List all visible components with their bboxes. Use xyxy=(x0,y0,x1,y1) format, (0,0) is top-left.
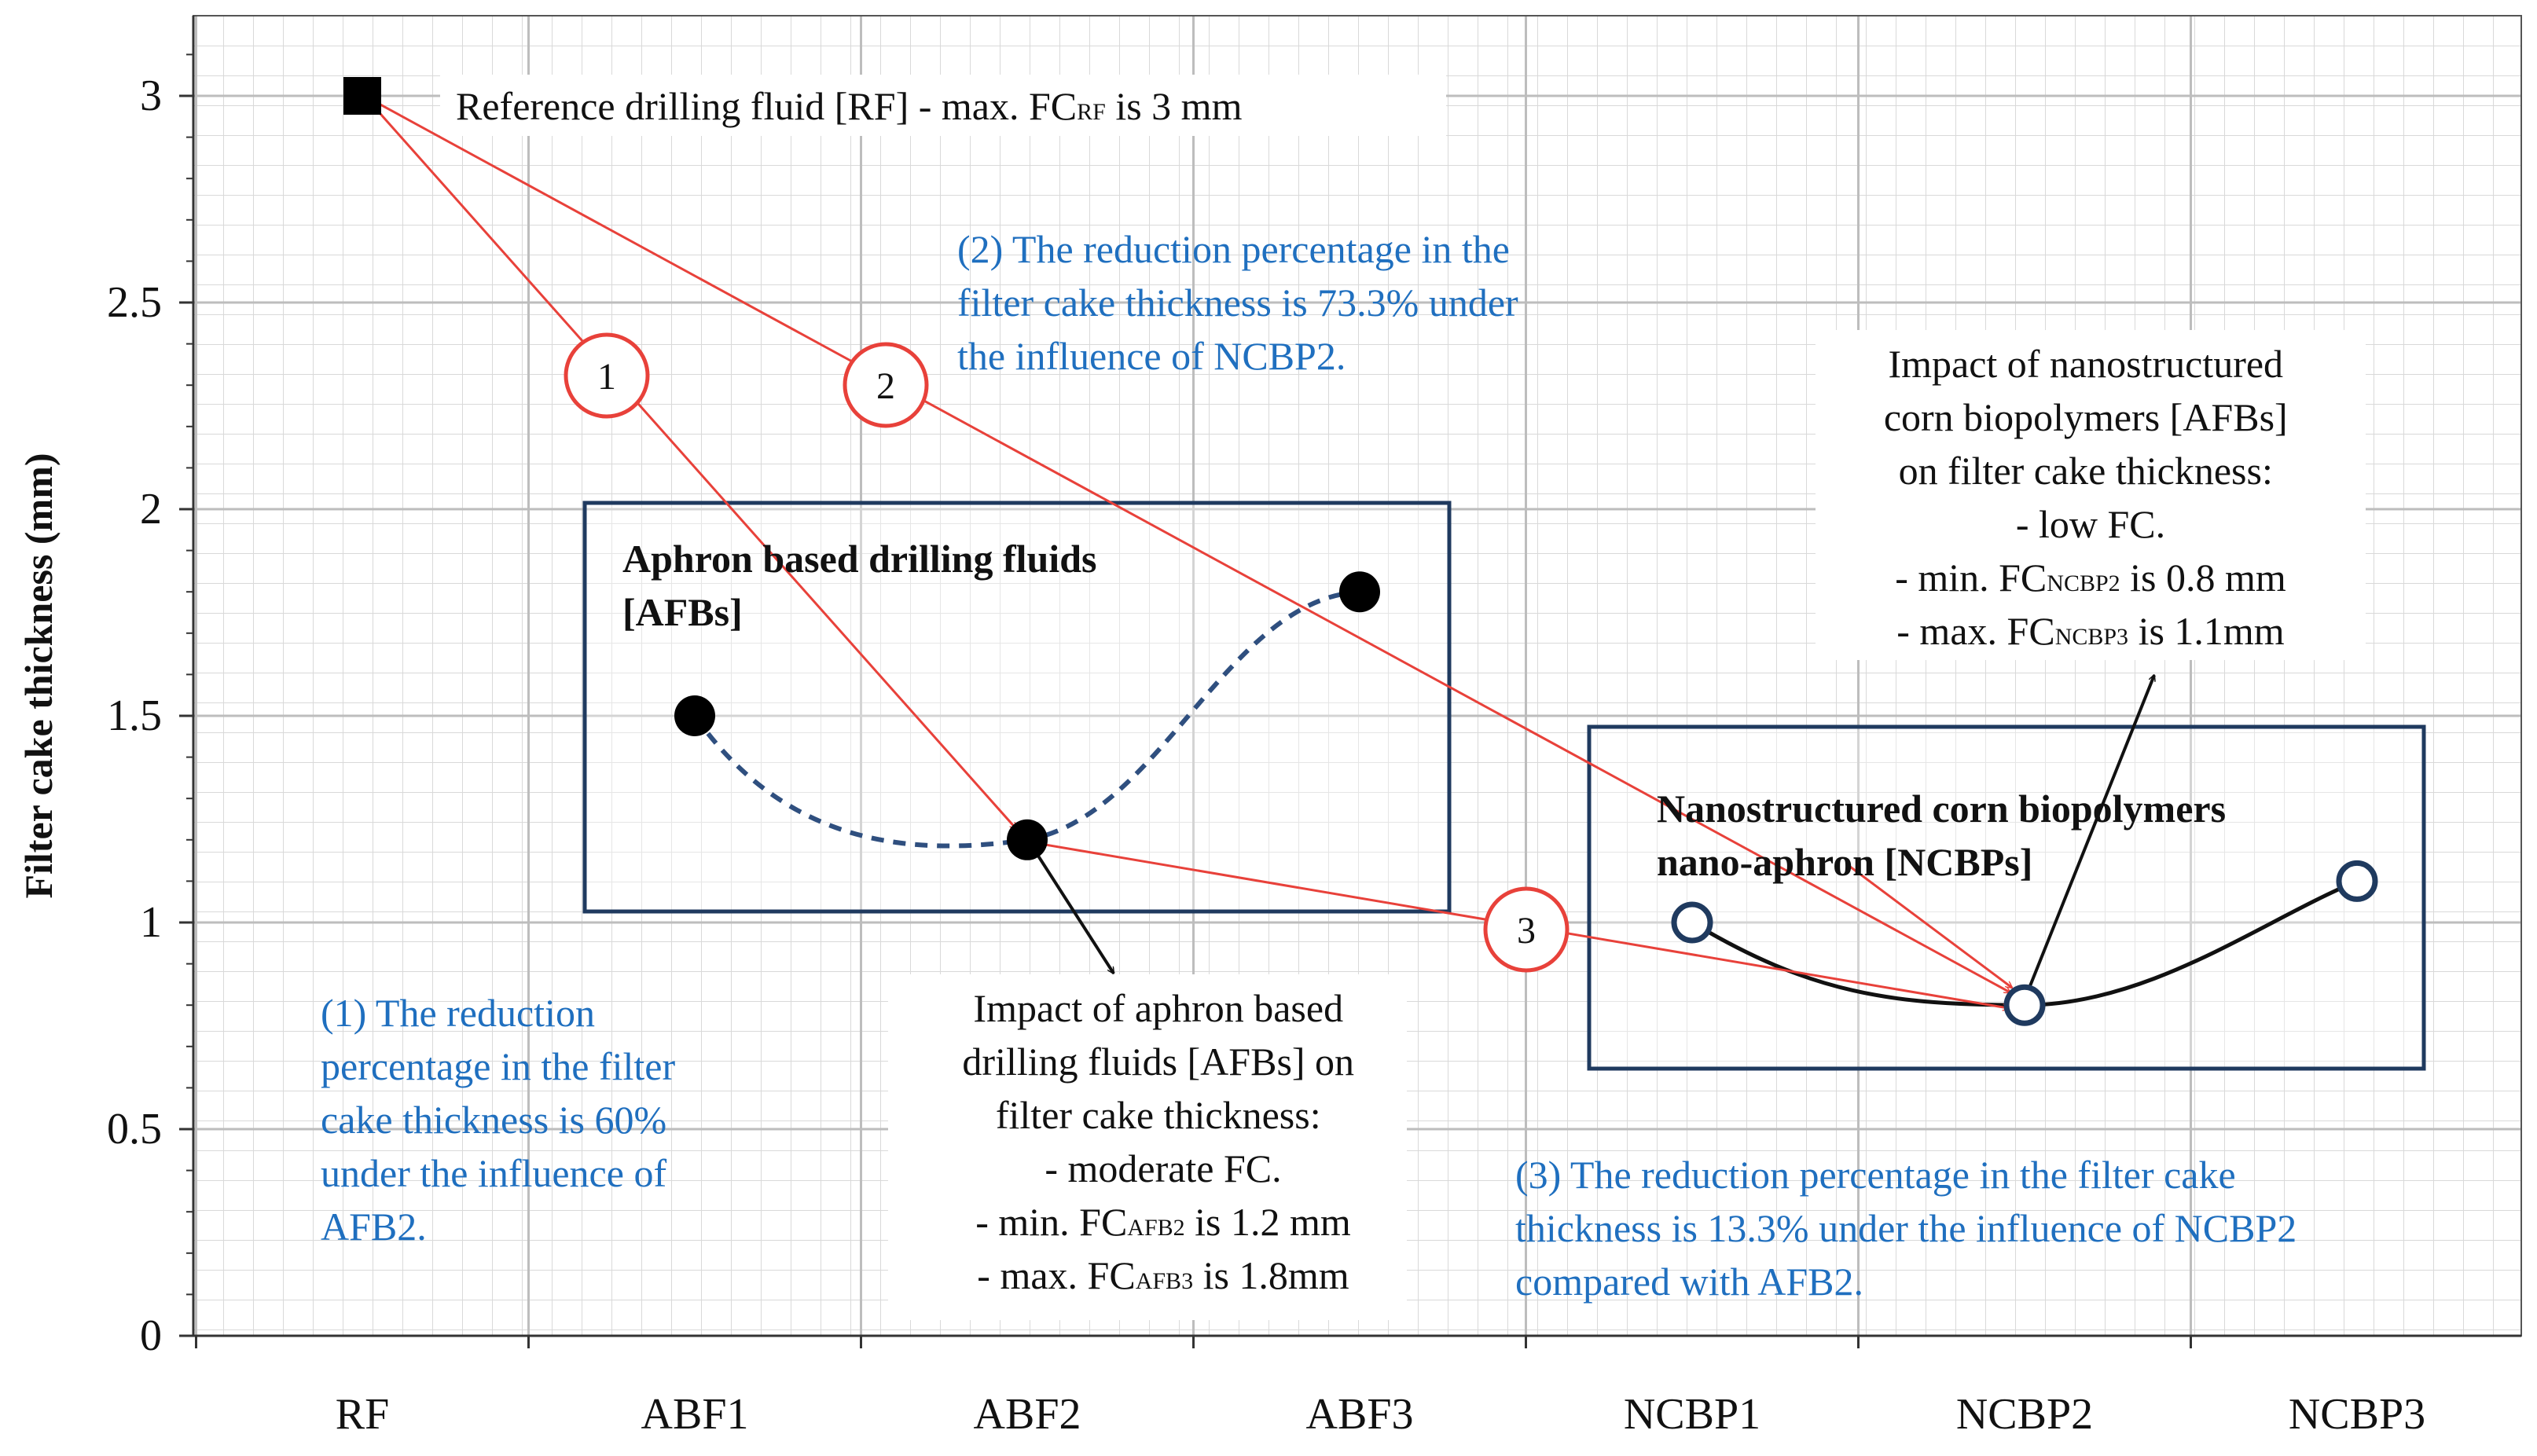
marker-ncbp3 xyxy=(2336,860,2378,902)
note-1: (1) The reduction percentage in the filt… xyxy=(321,991,685,1249)
circle-label-1: 1 xyxy=(564,332,650,419)
afb-impact-text: Impact of aphron based drilling fluids [… xyxy=(962,986,1364,1190)
ncbp-group-box xyxy=(1587,724,2426,1071)
marker-abf1 xyxy=(674,695,715,736)
marker-ncbp1 xyxy=(1671,901,1713,944)
ncbp-box-title: Nanostructured corn biopolymers nano-aph… xyxy=(1657,787,2236,884)
y-tick-label: 0.5 xyxy=(107,1105,162,1153)
rf-label-bg xyxy=(440,75,1446,136)
rf-label: Reference drilling fluid [RF] - max. FCR… xyxy=(456,84,1243,128)
callout-arrow-ncbp xyxy=(2028,675,2154,988)
ncbp-impact-min: - min. FCNCBP2 is 0.8 mm xyxy=(1895,556,2286,600)
data-markers xyxy=(343,77,2378,1026)
callout-arrow-afb xyxy=(1030,845,1115,974)
ncbp-impact-max: - max. FCNCBP3 is 1.1mm xyxy=(1896,609,2285,653)
arrow-ncbp-box-to-ncbp2 xyxy=(1846,863,2012,988)
circle-label-2: 2 xyxy=(843,342,929,428)
marker-abf2 xyxy=(1007,819,1048,860)
x-tick-label: NCBP3 xyxy=(2289,1390,2425,1439)
ncbp-impact-text: Impact of nanostructured corn biopolymer… xyxy=(1884,342,2297,546)
note-2: (2) The reduction percentage in the filt… xyxy=(957,227,1528,378)
x-tick-label: ABF2 xyxy=(974,1390,1081,1439)
arrow-rf-to-abf2 xyxy=(367,100,1016,829)
ncbp-impact-bg xyxy=(1816,330,2366,660)
afb-impact-max: - max. FCAFB3 is 1.8mm xyxy=(977,1253,1349,1297)
arrow-rf-to-ncbp2 xyxy=(369,97,2010,994)
y-tick-label: 2 xyxy=(140,485,162,534)
marker-ncbp2 xyxy=(2003,984,2046,1026)
x-ticks: RF ABF1 ABF2 ABF3 NCBP1 NCBP2 NCBP3 xyxy=(195,1336,2425,1439)
y-axis-label: Filter cake thickness (mm) xyxy=(17,453,61,898)
afb-box-title: Aphron based drilling fluids [AFBs] xyxy=(622,537,1107,634)
y-tick-label: 2.5 xyxy=(107,278,162,327)
afb-impact-bg xyxy=(888,974,1407,1320)
x-tick-label: NCBP2 xyxy=(1956,1390,2093,1439)
afb-impact-min: - min. FCAFB2 is 1.2 mm xyxy=(975,1200,1351,1244)
y-tick-label: 0 xyxy=(140,1311,162,1360)
svg-text:3: 3 xyxy=(1517,910,1536,952)
x-tick-label: ABF3 xyxy=(1306,1390,1414,1439)
x-tick-label: NCBP1 xyxy=(1624,1390,1760,1439)
x-tick-label: ABF1 xyxy=(641,1390,749,1439)
marker-rf xyxy=(343,77,381,115)
marker-abf3 xyxy=(1339,571,1380,613)
note-3: (3) The reduction percentage in the filt… xyxy=(1515,1153,2307,1304)
svg-text:2: 2 xyxy=(876,365,895,407)
y-ticks: 0 0.5 1 1.5 2 2.5 3 xyxy=(107,53,193,1360)
svg-text:1: 1 xyxy=(597,356,616,398)
x-tick-label: RF xyxy=(336,1390,390,1439)
y-tick-label: 1.5 xyxy=(107,691,162,740)
circle-label-3: 3 xyxy=(1483,886,1570,973)
y-tick-label: 1 xyxy=(140,898,162,947)
y-tick-label: 3 xyxy=(140,72,162,120)
